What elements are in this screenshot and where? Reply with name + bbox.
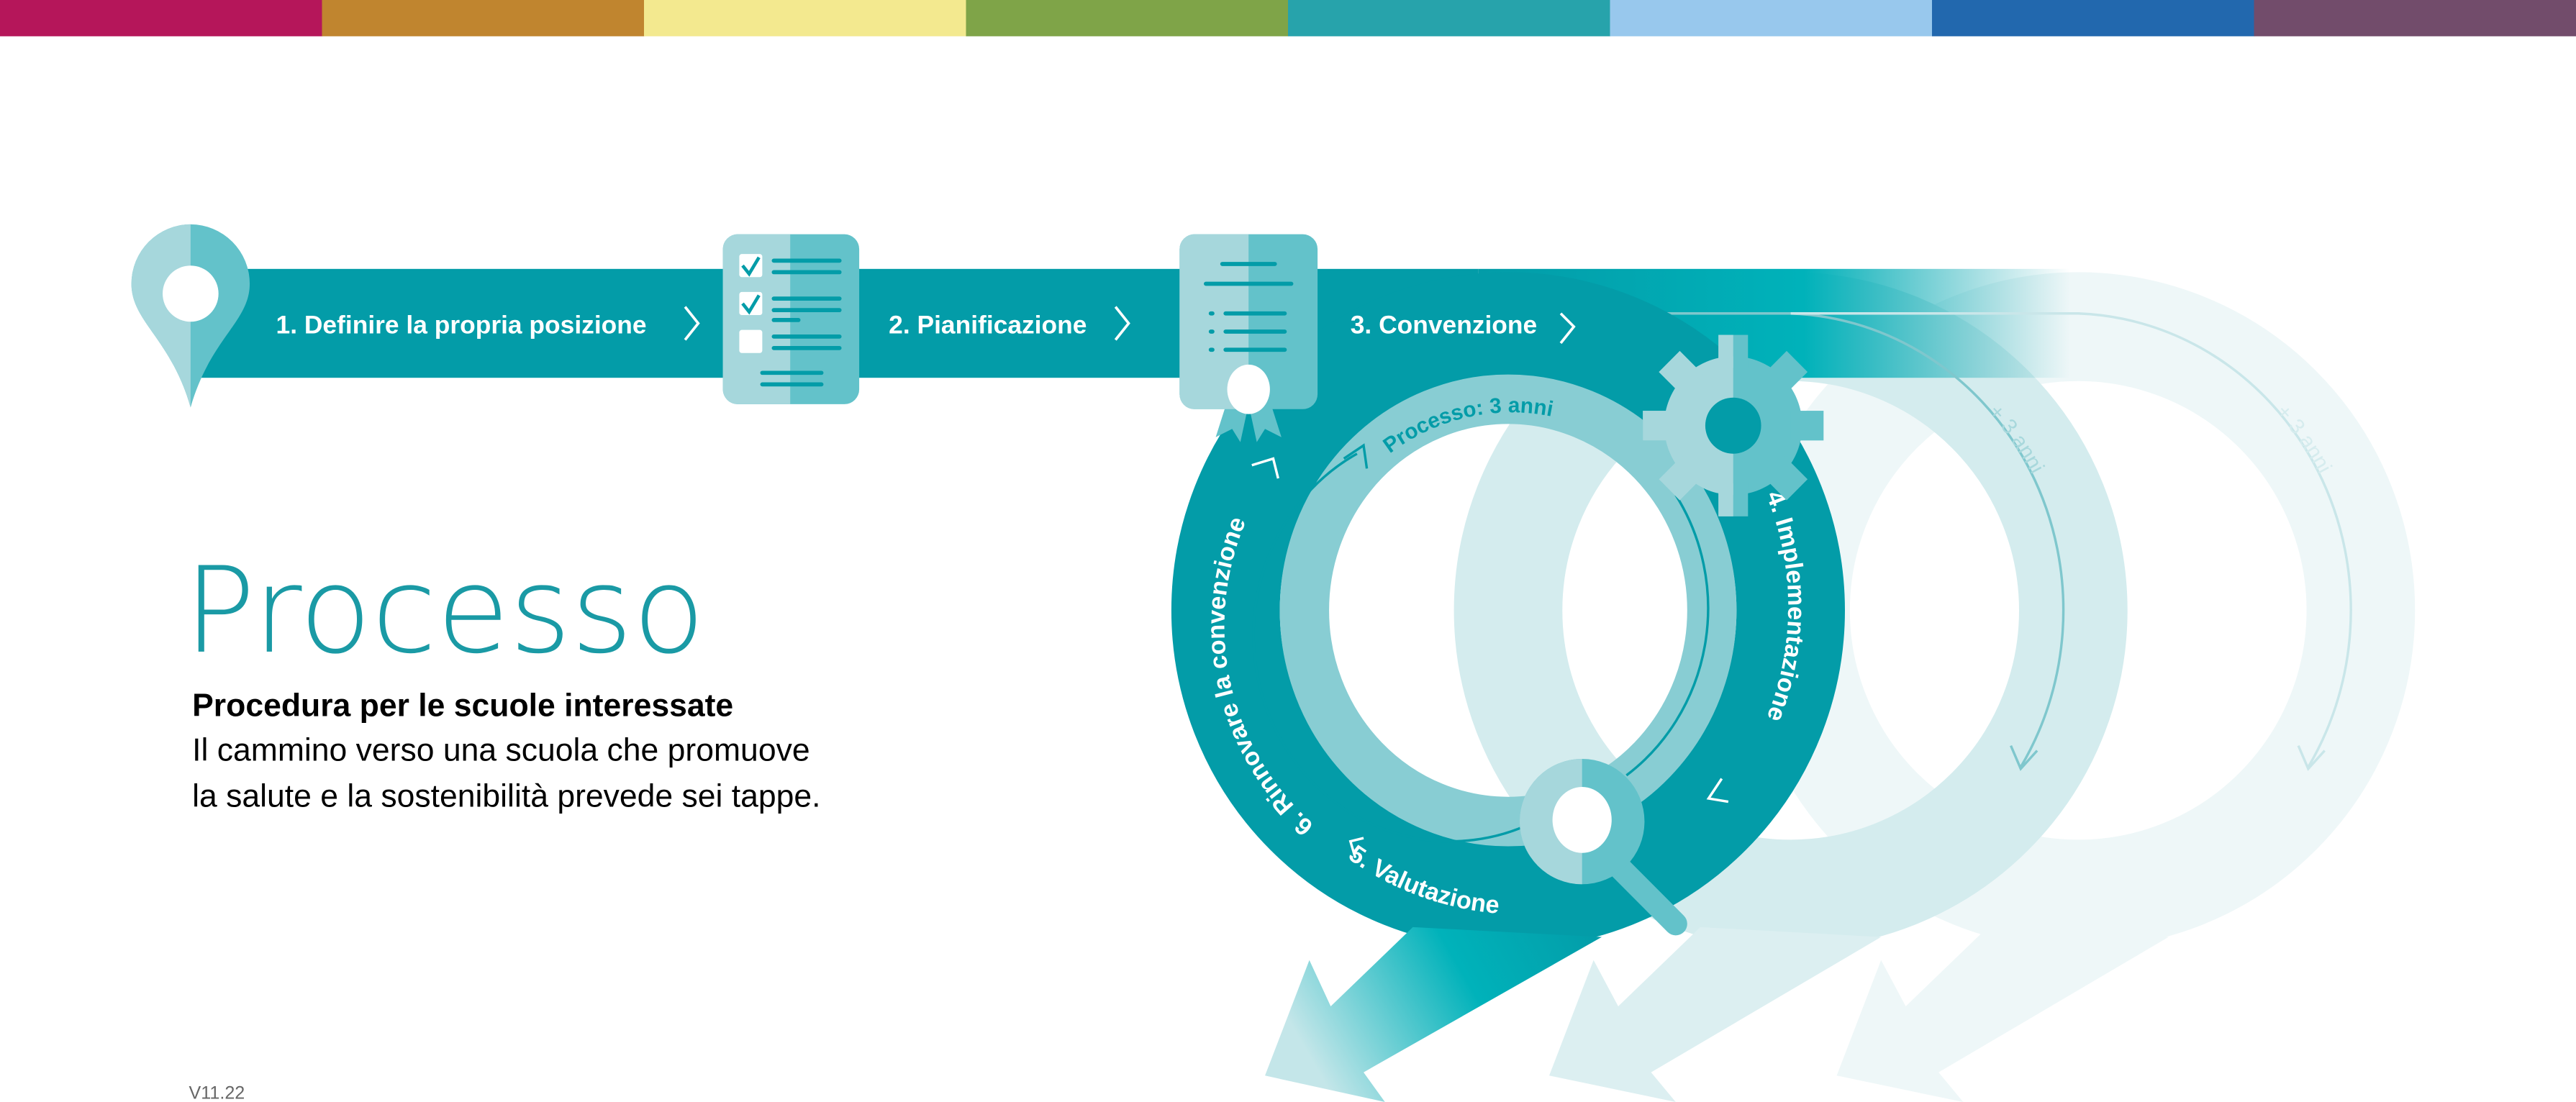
- repeat-arrowhead-2: [2297, 744, 2326, 771]
- cycle-arrow-line: [1252, 452, 1546, 843]
- color-bar: [0, 0, 2576, 37]
- gear-tooth: [1643, 411, 1676, 441]
- cycle-arrowhead: [1343, 443, 1369, 469]
- gear-icon: [1643, 334, 1824, 516]
- chevron-icon: [1348, 837, 1364, 859]
- chevron-right-icon: [1114, 306, 1130, 341]
- gear-tooth: [1763, 350, 1808, 396]
- gear-tooth: [1718, 334, 1733, 368]
- step-1-label: 1. Definire la propria posizione: [276, 310, 647, 339]
- checklist-icon: [722, 234, 860, 404]
- inner-ring: [1279, 374, 1737, 847]
- gear-tooth: [1659, 455, 1703, 501]
- ghost-arrow-1: [1549, 926, 1882, 1102]
- color-bar-segment: [1288, 0, 1611, 37]
- color-bar-segment: [644, 0, 967, 37]
- color-bar-segment: [1610, 0, 1933, 37]
- main-ring: [1171, 272, 1845, 949]
- map-pin-icon: [131, 224, 250, 408]
- certificate-icon: [1179, 234, 1318, 442]
- repeat-line-1: [1643, 312, 2065, 768]
- gear-tooth: [1718, 483, 1733, 516]
- chevron-icon: [1706, 778, 1729, 803]
- color-bar-segment: [966, 0, 1289, 37]
- gear-tooth: [1659, 350, 1703, 396]
- version-label: V11.22: [189, 1083, 245, 1102]
- color-bar-segment: [2254, 0, 2576, 37]
- color-bar-segment: [322, 0, 645, 37]
- magnifier-icon: [1519, 758, 1687, 936]
- page-title: Processo: [184, 542, 705, 680]
- step-2-label: 2. Pianificazione: [889, 310, 1087, 339]
- description-line: Il cammino verso una scuola che promuove: [192, 732, 809, 768]
- chevron-icon: [1251, 457, 1279, 479]
- cycle-line-right: [1625, 494, 1710, 777]
- gear-tooth: [1790, 411, 1824, 441]
- renew-arrow: [1265, 926, 1602, 1102]
- ghost-arrow-2: [1836, 926, 2169, 1102]
- subtitle: Procedura per le scuole interessate: [192, 688, 733, 723]
- gear-tooth: [1763, 455, 1808, 501]
- chevron-right-icon: [684, 306, 700, 341]
- chevron-right-icon: [1559, 312, 1576, 345]
- repeat-arrowhead-1: [2010, 744, 2038, 771]
- color-bar-segment: [0, 0, 323, 37]
- color-bar-segment: [1932, 0, 2255, 37]
- description-line: la salute e la sostenibilità prevede sei…: [192, 778, 820, 814]
- step-3-label: 3. Convenzione: [1351, 310, 1537, 339]
- repeat-line-2: [1790, 312, 2352, 768]
